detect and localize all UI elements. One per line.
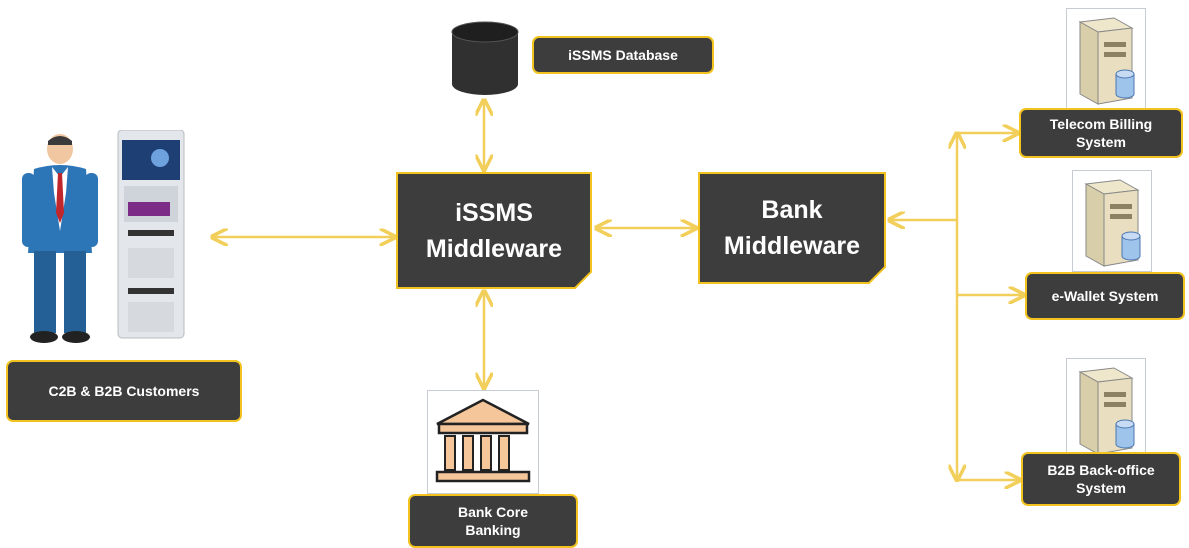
customers-label: C2B & B2B Customers [6, 360, 242, 422]
server-icon [1066, 8, 1146, 110]
ewallet-label: e-Wallet System [1025, 272, 1185, 320]
server-icon [1072, 170, 1152, 272]
page-fold-icon [868, 266, 886, 284]
database-cylinder-icon [451, 21, 519, 95]
bank-building-icon [427, 390, 539, 494]
telecom-label: Telecom Billing System [1019, 108, 1183, 158]
atm-kiosk-icon [117, 130, 185, 339]
page-fold-icon [574, 271, 592, 289]
backoffice-label: B2B Back-office System [1021, 452, 1181, 506]
issms-middleware-node: iSSMS Middleware [396, 172, 592, 289]
issms-middleware-label: iSSMS Middleware [425, 198, 563, 263]
bank-middleware-label: Bank Middleware [723, 196, 861, 260]
server-icon [1066, 358, 1146, 460]
bank-middleware-node: Bank Middleware [698, 172, 886, 284]
person-icon [22, 134, 98, 343]
core-banking-label: Bank Core Banking [408, 494, 578, 548]
database-label: iSSMS Database [532, 36, 714, 74]
